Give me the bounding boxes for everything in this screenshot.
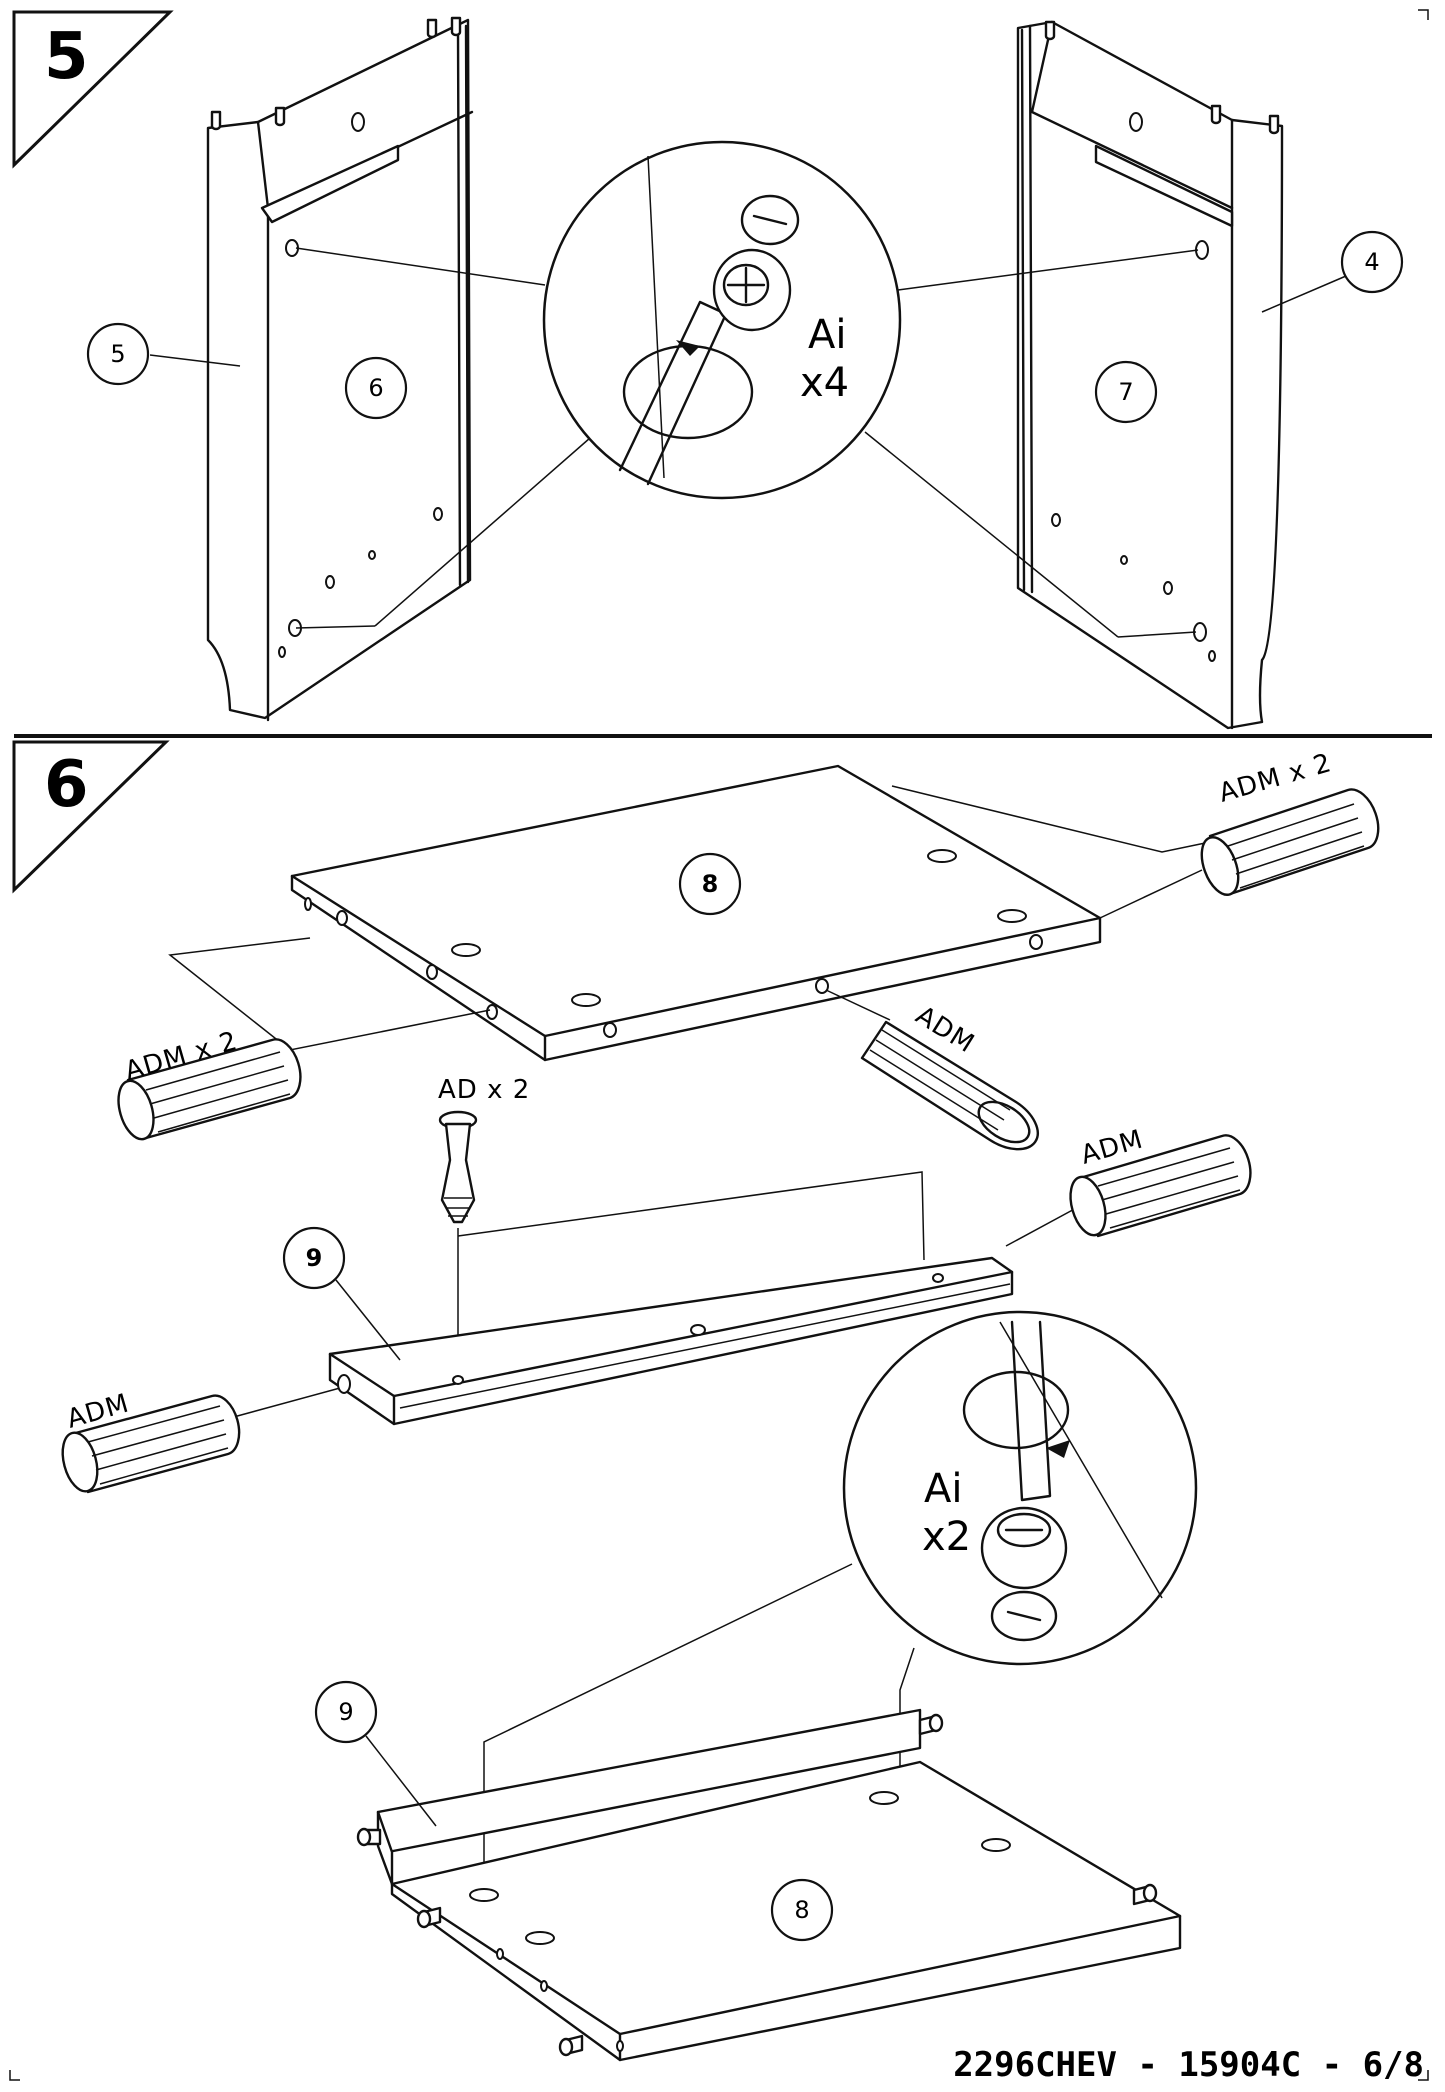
step-5-number: 5 — [44, 20, 89, 94]
detail-quantity-label: x4 — [800, 360, 849, 406]
rotate-arrow-icon — [1046, 1440, 1070, 1458]
part-callout-4: 4 — [1261, 230, 1404, 313]
detail-hardware-label: Ai — [808, 312, 846, 358]
part-callout-8-bottom: 8 — [770, 1878, 834, 1942]
top-panel-8 — [290, 764, 1102, 1062]
part-callout-6: 6 — [344, 356, 408, 420]
step-5: 5 — [12, 10, 1404, 730]
step-6: 6 — [12, 740, 1380, 2062]
ad-screw-icon — [438, 1110, 478, 1224]
svg-text:7: 7 — [1118, 378, 1133, 406]
document-code: 2296CHEV - 15904C - 6/8 — [953, 2045, 1424, 2085]
svg-text:9: 9 — [306, 1244, 323, 1272]
left-side-panel — [206, 16, 474, 722]
part-callout-9-rail: 9 — [282, 1226, 401, 1361]
bottom-assembly — [356, 1708, 1182, 2062]
adm-dowel-middle — [860, 1020, 1039, 1151]
part-callout-9-bottom: 9 — [314, 1680, 437, 1827]
cam-lock-icon — [980, 1506, 1068, 1642]
part-callout-5: 5 — [86, 322, 241, 386]
svg-text:6: 6 — [368, 374, 383, 402]
step-6-badge: 6 — [12, 740, 170, 894]
crop-marks — [9, 9, 1429, 2081]
svg-text:5: 5 — [110, 340, 125, 368]
hardware-label-ad-x2: AD x 2 — [438, 1075, 530, 1105]
svg-text:8: 8 — [702, 870, 719, 898]
part-callout-7: 7 — [1094, 360, 1158, 424]
adm-dowel-left — [117, 1038, 302, 1141]
adm-dowel-top-right — [1200, 788, 1380, 896]
step-6-detail-magnifier: Ai x2 — [842, 1310, 1198, 1666]
step-5-badge: 5 — [12, 10, 174, 169]
svg-text:9: 9 — [338, 1698, 353, 1726]
step-6-leader-lines — [168, 785, 1211, 1419]
adm-dowel-right — [1069, 1134, 1252, 1238]
detail-quantity-label: x2 — [922, 1514, 971, 1560]
step-5-detail-magnifier: Ai x4 — [542, 140, 902, 500]
detail-hardware-label: Ai — [924, 1466, 962, 1512]
step-6-number: 6 — [44, 748, 89, 822]
step-6-detail-leaders — [483, 1563, 915, 1890]
rotate-arrow-icon — [676, 340, 700, 356]
adm-dowel-bottom-left — [61, 1394, 241, 1494]
part-callout-8-top: 8 — [678, 852, 742, 916]
svg-text:8: 8 — [794, 1896, 809, 1924]
rail-9 — [328, 1256, 1014, 1426]
step-5-leader-lines — [295, 247, 1199, 638]
cam-lock-icon — [712, 194, 800, 332]
svg-text:4: 4 — [1364, 248, 1379, 276]
